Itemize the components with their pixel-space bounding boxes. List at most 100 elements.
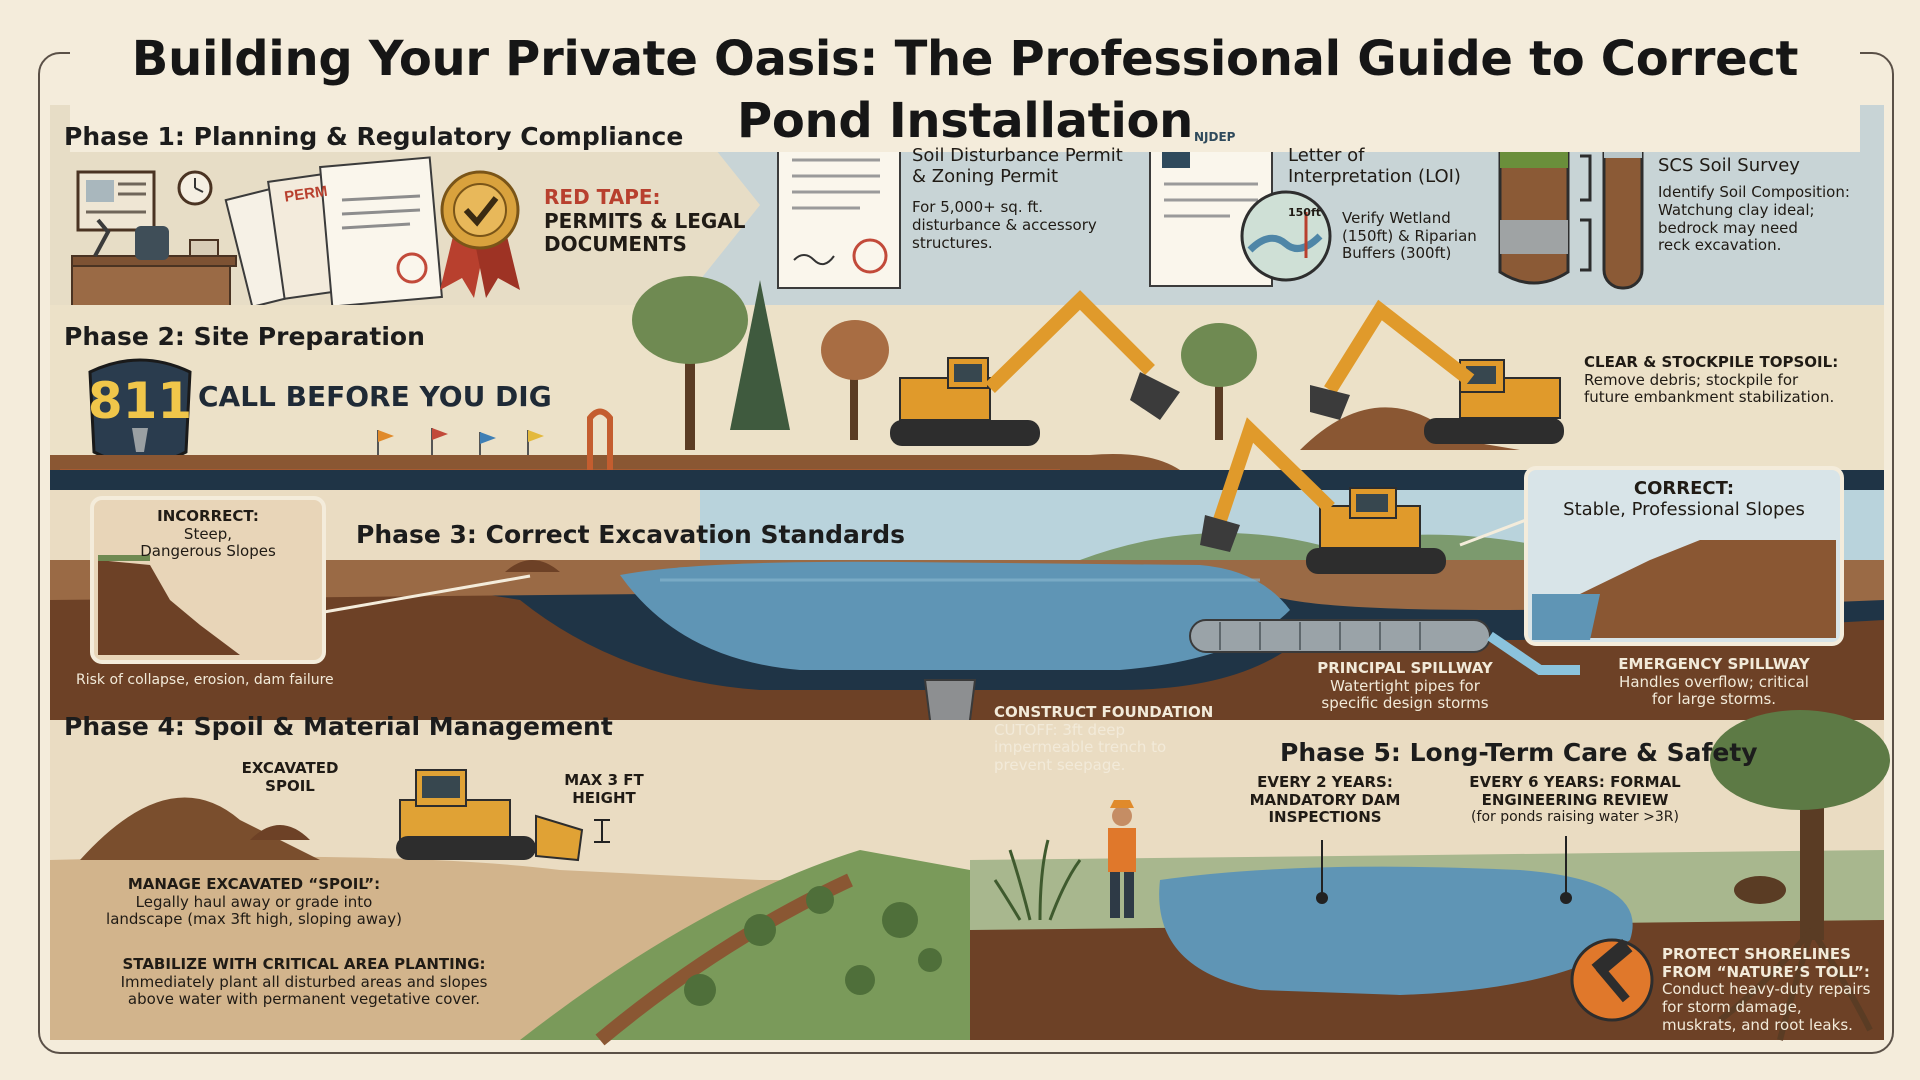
correct-slope-inset [1459, 466, 1844, 646]
principal-spillway-heading: PRINCIPAL SPILLWAY [1317, 659, 1493, 677]
incorrect-line2: Dangerous Slopes [140, 542, 276, 561]
pond-excavation [50, 582, 1884, 720]
max-height-line2: HEIGHT [572, 788, 636, 807]
stabilize-body1: Immediately plant all disturbed areas an… [120, 972, 488, 991]
protect-shorelines-text: PROTECT SHORELINES FROM “NATURE’S TOLL”:… [1662, 945, 1870, 1034]
hammer-repair-icon [1570, 938, 1654, 1022]
stabilize-text: STABILIZE WITH CRITICAL AREA PLANTING: I… [84, 955, 524, 1009]
pond-water [620, 561, 1290, 670]
loi-body: Verify Wetland (150ft) & Riparian Buffer… [1342, 209, 1477, 263]
reeds [993, 839, 1082, 921]
every2-line1: EVERY 2 YEARS: [1257, 773, 1393, 791]
svg-text:PERM: PERM [283, 183, 328, 206]
soil-survey-body2: Watchung clay ideal; [1658, 200, 1815, 219]
soil-permit-body3: structures. [912, 233, 993, 252]
protect-line1: PROTECT SHORELINES [1662, 945, 1851, 963]
phase5-title: Phase 5: Long-Term Care & Safety [1280, 738, 1758, 767]
every-6-years-text: EVERY 6 YEARS: FORMAL ENGINEERING REVIEW… [1460, 773, 1690, 826]
topsoil-body1: Remove debris; stockpile for [1584, 370, 1799, 389]
protect-line4: for storm damage, [1662, 998, 1802, 1017]
correct-heading: CORRECT: [1633, 478, 1735, 499]
excavated-line1: EXCAVATED [241, 759, 339, 777]
every6-line1: EVERY 6 YEARS: FORMAL [1469, 773, 1681, 791]
soil-survey-tubes [1498, 126, 1644, 290]
shoreline-tree [1710, 710, 1890, 1041]
loi-body1: Verify Wetland [1342, 209, 1451, 227]
loi-heading2: Interpretation (LOI) [1288, 166, 1461, 188]
loi-text: Letter of Interpretation (LOI) [1288, 145, 1461, 187]
principal-spillway-body2: specific design storms [1321, 694, 1489, 713]
principal-spillway-body1: Watertight pipes for [1330, 676, 1480, 695]
desk-lamp [93, 218, 111, 257]
permit-papers: PERM [224, 156, 443, 309]
soil-permit-text: Soil Disturbance Permit & Zoning Permit … [912, 145, 1123, 253]
every2-line2: MANDATORY DAM [1249, 790, 1401, 809]
emergency-spillway-body1: Handles overflow; critical [1619, 672, 1809, 691]
excavated-spoil-mound [80, 797, 320, 860]
every6-line3: (for ponds raising water >3R) [1471, 809, 1679, 826]
loi-body3: Buffers (300ft) [1342, 244, 1452, 263]
topsoil-heading: CLEAR & STOCKPILE TOPSOIL: [1584, 353, 1839, 371]
trees [632, 276, 1257, 450]
bulldozer [396, 769, 584, 862]
excavator-1 [890, 290, 1180, 446]
excavated-line2: SPOIL [265, 776, 315, 795]
cutoff-line2: CUTOFF: 3ft deep [994, 720, 1126, 739]
soil-permit-heading1: Soil Disturbance Permit [912, 145, 1123, 166]
correct-text: CORRECT: Stable, Professional Slopes [1536, 478, 1832, 520]
emergency-spillway-heading: EMERGENCY SPILLWAY [1618, 655, 1810, 673]
principal-spillway-pipe [1189, 619, 1580, 675]
incorrect-heading: INCORRECT: [157, 507, 259, 525]
office-chair [135, 226, 169, 260]
approval-ribbon-icon [440, 170, 520, 298]
incorrect-text: INCORRECT: Steep, Dangerous Slopes [100, 507, 316, 561]
soil-survey-body1: Identify Soil Composition: [1658, 183, 1850, 202]
njdep-badge: NJDEP [1194, 130, 1236, 144]
every-2-years-text: EVERY 2 YEARS: MANDATORY DAM INSPECTIONS [1240, 773, 1410, 827]
protect-line5: muskrats, and root leaks. [1662, 1015, 1853, 1034]
inspector-figure [1108, 800, 1136, 918]
loi-heading1: Letter of [1288, 145, 1365, 166]
small-spoil-mound [505, 560, 560, 572]
red-tape-label: RED TAPE: PERMITS & LEGAL DOCUMENTS [544, 185, 746, 257]
phase4-title: Phase 4: Spoil & Material Management [64, 712, 613, 741]
excavator-3 [1200, 417, 1446, 574]
incorrect-line1: Steep, [183, 524, 233, 543]
stabilize-body2: above water with permanent vegetative co… [127, 990, 481, 1009]
emergency-spillway-body2: for large storms. [1651, 690, 1777, 709]
cutoff-line3: impermeable trench to [994, 738, 1167, 757]
soil-permit-body2: disturbance & accessory [912, 216, 1097, 235]
soil-survey-text: SCS Soil Survey Identify Soil Compositio… [1658, 155, 1850, 255]
max-height-label: MAX 3 FT HEIGHT [552, 771, 656, 807]
manage-body2: landscape (max 3ft high, sloping away) [106, 910, 402, 929]
risk-text: Risk of collapse, erosion, dam failure [76, 672, 334, 688]
page-title: Building Your Private Oasis: The Profess… [70, 28, 1860, 152]
cutoff-line4: prevent seepage. [994, 756, 1126, 775]
red-tape-heading: RED TAPE: [544, 185, 661, 209]
topsoil-text: CLEAR & STOCKPILE TOPSOIL: Remove debris… [1584, 353, 1839, 407]
topsoil-body2: future embankment stabilization. [1584, 388, 1835, 407]
phase5-pond [1159, 866, 1633, 995]
loi-map-label: 150ft [1288, 206, 1322, 219]
svg-text:811: 811 [88, 372, 192, 430]
desk [71, 261, 231, 309]
muskrat [1734, 876, 1786, 904]
shrubs [684, 886, 942, 1006]
soil-permit-heading2: & Zoning Permit [912, 166, 1059, 188]
every2-line3: INSPECTIONS [1268, 808, 1382, 827]
excavator-2 [1310, 299, 1564, 444]
excavated-spoil-label: EXCAVATED SPOIL [220, 759, 360, 795]
phase1-title: Phase 1: Planning & Regulatory Complianc… [64, 122, 684, 151]
manage-spoil-text: MANAGE EXCAVATED “SPOIL”: Legally haul a… [84, 875, 424, 929]
manage-body1: Legally haul away or grade into [135, 892, 373, 911]
cutoff-text: CONSTRUCT FOUNDATION CUTOFF: 3ft deep im… [994, 703, 1213, 775]
soil-permit-body1: For 5,000+ sq. ft. [912, 198, 1044, 217]
max-height-line1: MAX 3 FT [564, 771, 644, 789]
phase3-title: Phase 3: Correct Excavation Standards [356, 520, 905, 549]
stabilize-heading: STABILIZE WITH CRITICAL AREA PLANTING: [122, 955, 486, 973]
phase2-title: Phase 2: Site Preparation [64, 322, 425, 351]
topsoil-stockpile [1300, 407, 1520, 450]
loi-document [1149, 125, 1332, 287]
